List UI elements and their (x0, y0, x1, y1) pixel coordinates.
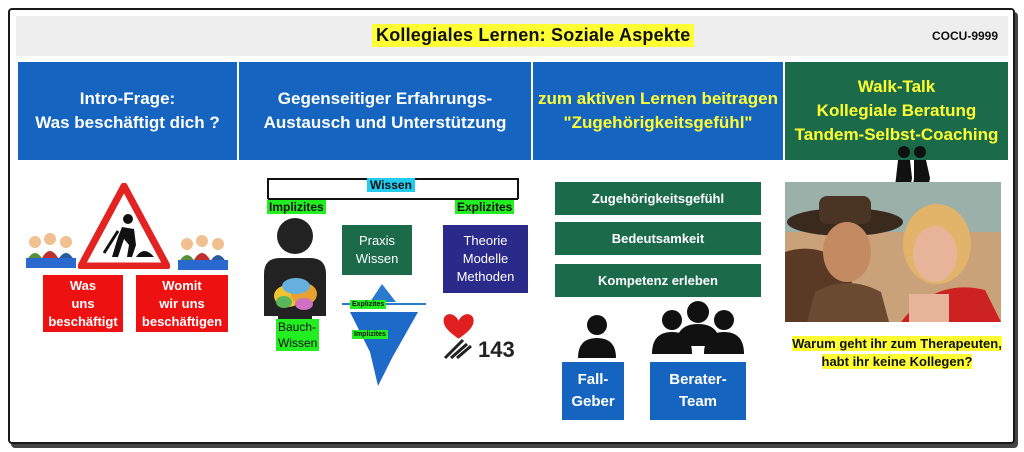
box-line: beschäftigen (141, 313, 223, 329)
construction-sign-icon (78, 183, 170, 269)
team-icon (652, 301, 744, 354)
column-header-intro: Intro-Frage: Was beschäftigt dich ? (18, 62, 237, 160)
box-line: Womit (162, 277, 202, 293)
praxis-wissen-box: Praxis Wissen (342, 225, 412, 275)
people-discussion-icon (178, 235, 228, 270)
label-line: Wissen (278, 336, 318, 350)
column-header-active-learning: zum aktiven Lernen beitragen "Zugehörigk… (533, 62, 783, 160)
box-line: Team (678, 393, 718, 410)
question-line: habt ihr keine Kollegen? (821, 354, 973, 369)
column-line: Kollegiale Beratung (816, 101, 977, 120)
intro-box-left: Was uns beschäftigt (43, 275, 123, 332)
people-discussion-icon (26, 233, 76, 268)
iceberg-explizites-label: Explizites (350, 300, 387, 309)
column-line: Gegenseitiger Erfahrungs- (277, 89, 493, 108)
box-line: Modelle (462, 251, 509, 266)
belonging-item: Bedeutsamkeit (555, 222, 761, 255)
heart-hand-icon (443, 314, 474, 360)
course-code: COCU-9999 (932, 29, 999, 43)
box-line: Theorie (463, 233, 508, 248)
box-line: Was (69, 277, 97, 293)
column-line: "Zugehörigkeitsgefühl" (563, 113, 753, 132)
box-line: beschäftigt (48, 313, 118, 329)
column-line: Was beschäftigt dich ? (35, 113, 220, 132)
column-line: Walk-Talk (857, 77, 936, 96)
box-line: Wissen (355, 251, 399, 266)
fallgeber-box: Fall- Geber (562, 362, 624, 420)
box-line: Fall- (577, 371, 609, 388)
column-line: Tandem-Selbst-Coaching (794, 125, 999, 144)
person-brain-icon (264, 218, 326, 332)
single-person-icon (578, 315, 616, 358)
belonging-item: Zugehörigkeitsgefühl (555, 182, 761, 215)
implizites-label: Implizites (267, 200, 326, 214)
question-line: Warum geht ihr zum Therapeuten, (792, 336, 1002, 351)
box-line: wir uns (159, 295, 205, 311)
explizites-label: Explizites (455, 200, 515, 214)
belonging-item: Kompetenz erleben (555, 264, 761, 297)
iceberg-implizites-label: Implizites (352, 330, 388, 339)
column-line: zum aktiven Lernen beitragen (538, 89, 778, 108)
wissen-label: Wissen (367, 178, 415, 192)
page-title: Kollegiales Lernen: Soziale Aspekte (372, 24, 695, 47)
box-line: Geber (571, 393, 615, 410)
intro-box-right: Womit wir uns beschäftigen (136, 275, 228, 332)
box-line: uns (71, 295, 95, 311)
theorie-box: Theorie Modelle Methoden (443, 225, 528, 293)
box-line: Praxis (358, 233, 396, 248)
label-line: Bauch- (278, 320, 317, 334)
movie-still-photo (785, 182, 1001, 322)
box-line: Methoden (456, 269, 515, 284)
column-header-exchange: Gegenseitiger Erfahrungs- Austausch und … (239, 62, 531, 160)
berater-team-box: Berater- Team (650, 362, 746, 420)
column-line: Austausch und Unterstützung (263, 113, 507, 132)
heart-number: 143 (478, 337, 515, 362)
bauch-wissen-label: Bauch- Wissen (276, 319, 320, 351)
column-line: Intro-Frage: (79, 89, 176, 108)
column-header-walk-talk: Walk-Talk Kollegiale Beratung Tandem-Sel… (785, 62, 1008, 160)
box-line: Berater- (669, 371, 727, 388)
walk-question: Warum geht ihr zum Therapeuten, habt ihr… (779, 335, 1015, 371)
